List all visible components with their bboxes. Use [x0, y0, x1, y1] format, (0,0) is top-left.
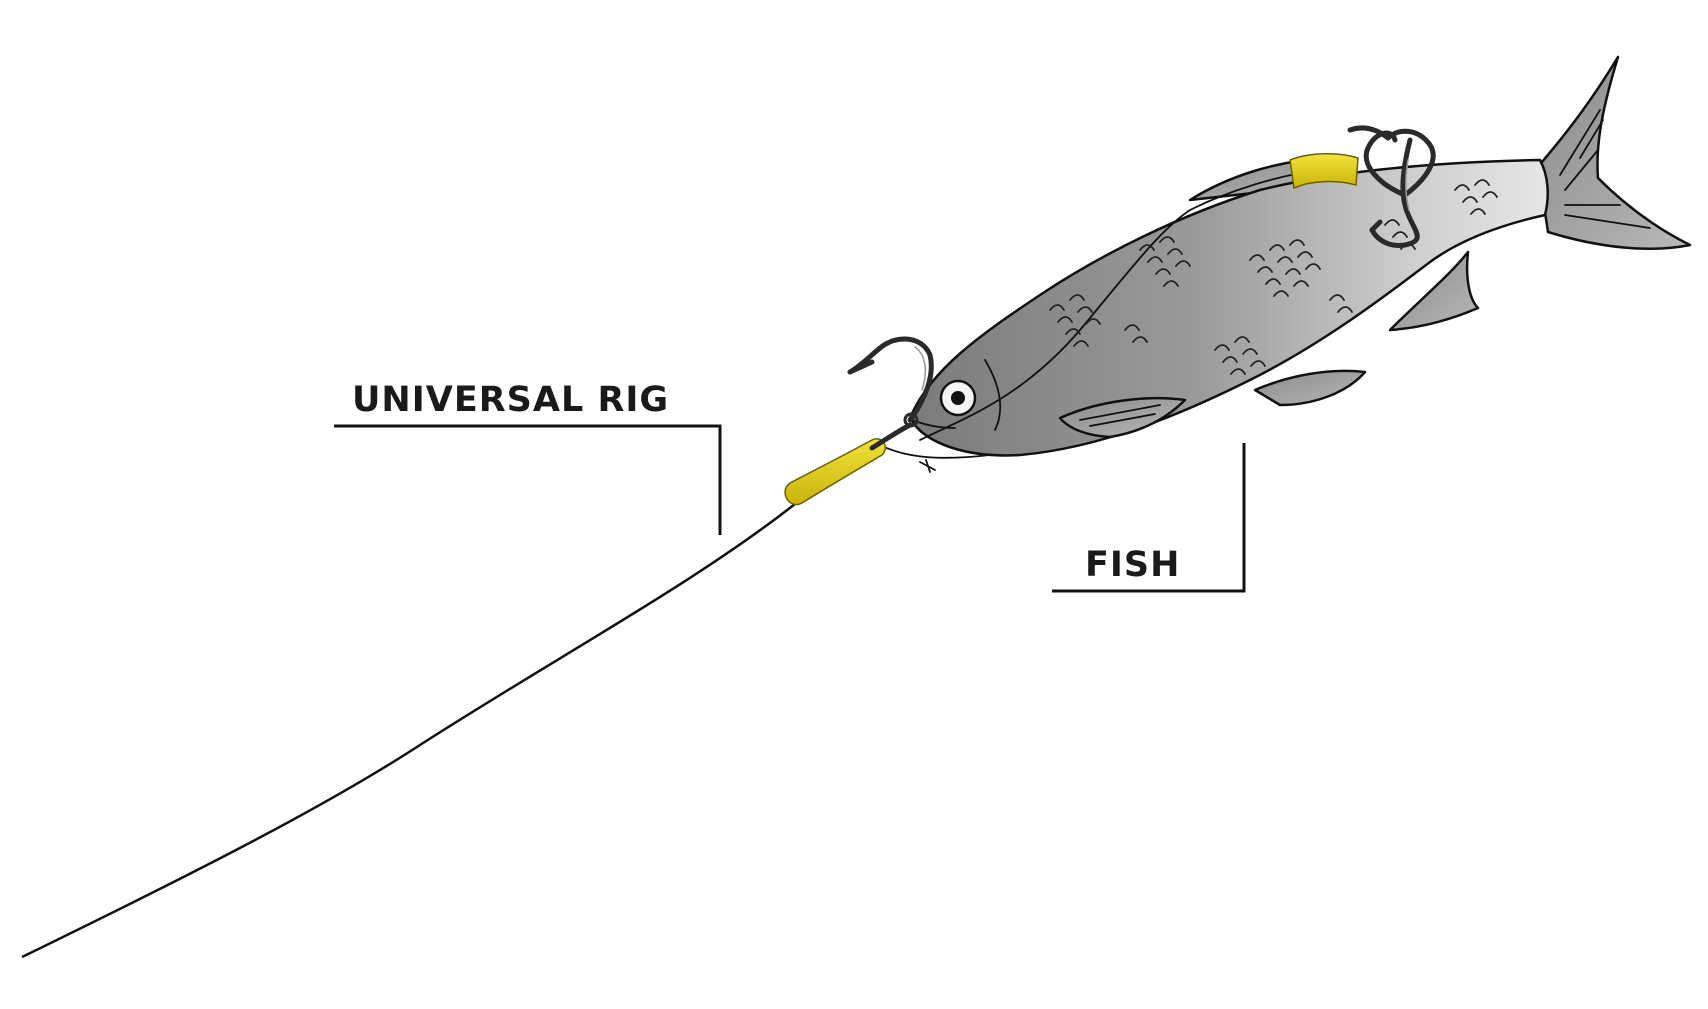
treble-hook-icon: [1347, 125, 1436, 248]
silicone-tube: [784, 438, 886, 506]
fish-mouth: [911, 419, 956, 429]
fish-eye-pupil: [951, 391, 965, 405]
callout-fish: FISH: [1052, 443, 1246, 593]
single-hook-icon: [847, 336, 934, 451]
gill-line: [984, 359, 1002, 431]
main-line: [21, 499, 801, 959]
back-tube: [1289, 152, 1359, 190]
rig-leader: [879, 444, 991, 459]
threaded-line: [919, 169, 1321, 441]
label-universal-rig: UNIVERSAL RIG: [352, 380, 669, 420]
pectoral-rays: [1079, 404, 1161, 427]
knot: [919, 459, 936, 473]
pectoral-fin: [1058, 396, 1187, 439]
tail-fin: [1533, 55, 1692, 251]
pelvic-fin: [1253, 369, 1367, 407]
anal-fin: [1388, 250, 1480, 332]
leader-fish: [1052, 443, 1246, 593]
leader-universal-rig: [334, 424, 722, 535]
fish-scales: [1049, 179, 1498, 375]
label-fish: FISH: [1085, 545, 1180, 585]
tail-rays: [1559, 109, 1651, 229]
callout-universal-rig: UNIVERSAL RIG: [334, 380, 722, 535]
